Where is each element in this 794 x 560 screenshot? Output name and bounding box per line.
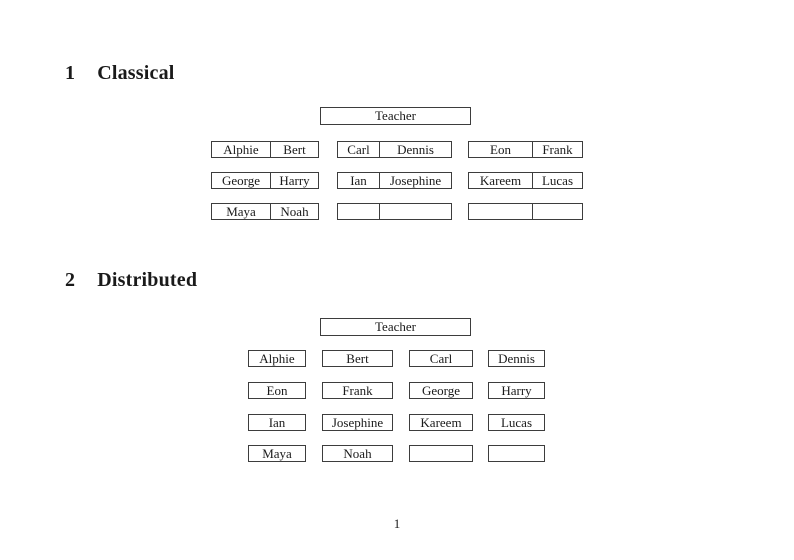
section-title: Classical: [97, 62, 175, 84]
desk-empty: [468, 203, 583, 220]
seat-label: Harry: [270, 173, 318, 188]
seat-label: Lucas: [532, 173, 582, 188]
seat-label: Josephine: [331, 414, 384, 430]
seat-label: Noah: [343, 445, 372, 461]
seat-label: Harry: [501, 382, 532, 398]
seat-label: Bert: [270, 142, 318, 157]
seat-label: Frank: [342, 382, 373, 398]
seat-label: Carl: [347, 141, 370, 157]
section-number: 1: [65, 62, 76, 84]
seat-label: Dennis: [379, 142, 451, 157]
seat-label: Frank: [532, 142, 582, 157]
desk: George: [409, 382, 473, 399]
seat-label: Josephine: [379, 173, 451, 188]
desk: Noah: [322, 445, 393, 462]
seat-label: George: [221, 172, 261, 188]
desk: Kareem: [409, 414, 473, 431]
seat-label: Carl: [429, 350, 453, 366]
desk: Lucas: [488, 414, 545, 431]
seat-label: Kareem: [420, 414, 462, 430]
section-title: Distributed: [97, 269, 198, 291]
seat-label: Ian: [350, 172, 367, 188]
seat-label: Alphie: [223, 141, 259, 157]
desk: George Harry: [211, 172, 319, 189]
desk: Dennis: [488, 350, 545, 367]
desk: Josephine: [322, 414, 393, 431]
teacher-box: Teacher: [320, 107, 471, 125]
seat-label: Lucas: [500, 414, 533, 430]
teacher-label: Teacher: [375, 319, 416, 334]
seat-label: [338, 204, 379, 219]
desk: Bert: [322, 350, 393, 367]
seat-label: Eon: [490, 141, 511, 157]
seat-label: Alphie: [259, 350, 295, 366]
desk-empty: [337, 203, 452, 220]
seat-label: [379, 204, 451, 219]
section-1-heading: 1 Classical: [65, 61, 175, 85]
desk: Ian Josephine: [337, 172, 452, 189]
section-2-heading: 2 Distributed: [65, 268, 197, 292]
seat-label: Ian: [268, 414, 286, 430]
desk: Kareem Lucas: [468, 172, 583, 189]
desk: Carl: [409, 350, 473, 367]
desk-empty: [409, 445, 473, 462]
section-number: 2: [65, 269, 76, 291]
desk: Harry: [488, 382, 545, 399]
desk: Ian: [248, 414, 306, 431]
desk: Alphie Bert: [211, 141, 319, 158]
seat-label: George: [421, 382, 461, 398]
seat-label: [532, 204, 582, 219]
page-number: 1: [393, 516, 401, 531]
desk-empty: [488, 445, 545, 462]
desk: Maya: [248, 445, 306, 462]
seat-label: Dennis: [498, 350, 535, 366]
seat-label: Kareem: [479, 172, 522, 188]
seat-label: [469, 204, 532, 219]
desk: Alphie: [248, 350, 306, 367]
seat-label: Bert: [346, 350, 369, 366]
teacher-label: Teacher: [375, 108, 416, 123]
seat-label: Maya: [226, 203, 256, 219]
seat-label: Maya: [262, 445, 292, 461]
desk: Frank: [322, 382, 393, 399]
seat-label: Noah: [270, 204, 318, 219]
seat-label: Eon: [266, 382, 288, 398]
teacher-box: Teacher: [320, 318, 471, 336]
desk: Carl Dennis: [337, 141, 452, 158]
desk: Maya Noah: [211, 203, 319, 220]
desk: Eon: [248, 382, 306, 399]
desk: Eon Frank: [468, 141, 583, 158]
